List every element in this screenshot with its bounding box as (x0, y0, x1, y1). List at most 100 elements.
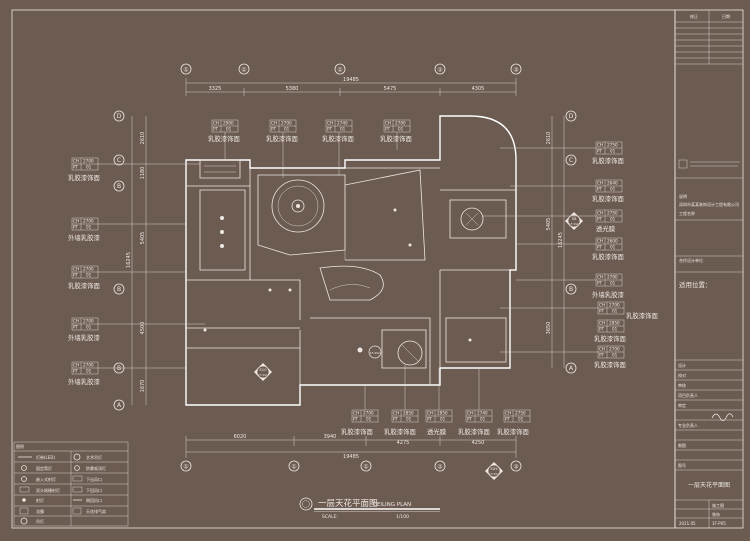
legend-item-2: 艺术吊灯 (86, 454, 102, 460)
svg-text:01: 01 (610, 187, 616, 192)
legend-item-13: 吊灯 (36, 518, 44, 524)
axis-left-b1: B (117, 183, 121, 190)
note-bottom-5: 乳胶漆饰面 (497, 427, 530, 436)
svg-text:01: 01 (284, 127, 290, 132)
dim-left-total: 16245 (126, 252, 132, 268)
svg-text:01: 01 (398, 127, 404, 132)
svg-text:01: 01 (366, 417, 372, 422)
leader-lines (98, 132, 598, 410)
svg-text:PT: PT (599, 309, 605, 314)
dim-top-total: 19485 (343, 77, 359, 83)
dim-top-1: 3325 (209, 86, 222, 92)
title-block-rev: 修正 (690, 13, 698, 19)
dim-left-4: 4500 (140, 322, 146, 335)
exhaust-fan-icon (72, 507, 82, 515)
svg-text:PT: PT (73, 165, 79, 170)
svg-text:CH: CH (599, 347, 605, 352)
svg-text:CH: CH (393, 411, 399, 416)
svg-text:PT: PT (597, 217, 603, 222)
title-block-frame (674, 9, 744, 529)
title-row-6: 专业负责人 (678, 422, 698, 428)
svg-text:CH: CH (467, 411, 473, 416)
outer-wall (185, 115, 517, 406)
svg-text:2600: 2600 (607, 239, 618, 244)
dim-bottom-2: 3940 (324, 434, 337, 440)
svg-text:2740: 2740 (477, 411, 488, 416)
axis-left-b3: B (117, 365, 121, 372)
svg-text:CH: CH (597, 239, 603, 244)
svg-text:PT: PT (505, 417, 511, 422)
dim-left-2: 1180 (140, 167, 146, 180)
svg-text:CH: CH (73, 219, 79, 224)
dim-bottom-total: 19485 (343, 454, 359, 460)
svg-text:01: 01 (610, 149, 616, 154)
axis-right-c: C (569, 157, 573, 164)
section-s8-label: S8 (572, 216, 577, 221)
svg-text:PT: PT (597, 149, 603, 154)
axis-right-a: A (569, 365, 574, 372)
note-right-6: 乳胶漆饰面 (626, 311, 659, 320)
axis-left-a: A (117, 402, 122, 409)
svg-text:CH: CH (505, 411, 511, 416)
note-top-2: 乳胶漆饰面 (266, 134, 299, 143)
svg-text:CH: CH (73, 363, 79, 368)
note-left-3: 乳胶漆饰面 (68, 281, 101, 290)
svg-text:01: 01 (86, 325, 92, 330)
axis-bottom-1: ① (183, 464, 188, 471)
ceiling-dome-outer (271, 179, 325, 233)
svg-text:2700: 2700 (363, 411, 374, 416)
svg-text:2700: 2700 (609, 347, 620, 352)
dim-right-total: 16245 (558, 232, 564, 248)
svg-text:PT: PT (353, 417, 359, 422)
svg-text:PT: PT (73, 225, 79, 230)
axis-top-4: ② (437, 67, 443, 74)
note-right-8: 乳胶漆饰面 (594, 360, 627, 369)
title-row-1: 设计 (678, 362, 686, 368)
title-row-7: 制图 (678, 442, 686, 448)
note-bottom-4: 乳胶漆饰面 (458, 427, 491, 436)
title-block-design-unit: 合作设计单位 (679, 257, 703, 263)
section-s09-ref: 1F-SSC (489, 472, 499, 476)
dim-left-3: 5405 (140, 232, 146, 245)
title-row-3: 审核 (678, 382, 686, 388)
title-block-company: 深圳市某某装饰设计工程有限公司 (679, 201, 739, 207)
section-s10-ref: 1F-SSC (258, 373, 268, 377)
svg-text:01: 01 (610, 281, 616, 286)
dim-top-2: 5380 (286, 86, 299, 92)
title-block-sheet-type-2: 装饰 (712, 511, 720, 517)
axis-top-5: ③ (513, 67, 518, 74)
return-vent-icon (72, 486, 83, 493)
legend-item-5: 嵌入式射灯 (36, 476, 56, 482)
grille-spot-icon (19, 486, 30, 493)
svg-text:CH: CH (597, 143, 603, 148)
note-bottom-3: 透光膜 (427, 427, 447, 436)
note-top-1: 乳胶漆饰面 (208, 134, 241, 143)
svg-text:CH: CH (597, 275, 603, 280)
scale-label: SCALE: (322, 514, 338, 520)
drawing-title-cn: 一层天花平面图 (318, 498, 378, 509)
svg-text:2700: 2700 (83, 319, 94, 324)
axis-bottom-3: ① (363, 464, 368, 471)
note-left-5: 外墙乳胶漆 (68, 377, 101, 386)
svg-text:2750: 2750 (515, 411, 526, 416)
svg-text:PT: PT (73, 369, 79, 374)
room-bath (445, 317, 507, 363)
title-block-note-label: 说明 (679, 193, 687, 199)
svg-text:PT: PT (427, 417, 433, 422)
legend-header: 图例 (16, 443, 24, 449)
svg-text:PT: PT (327, 127, 333, 132)
dim-left-1: 2610 (140, 132, 146, 145)
